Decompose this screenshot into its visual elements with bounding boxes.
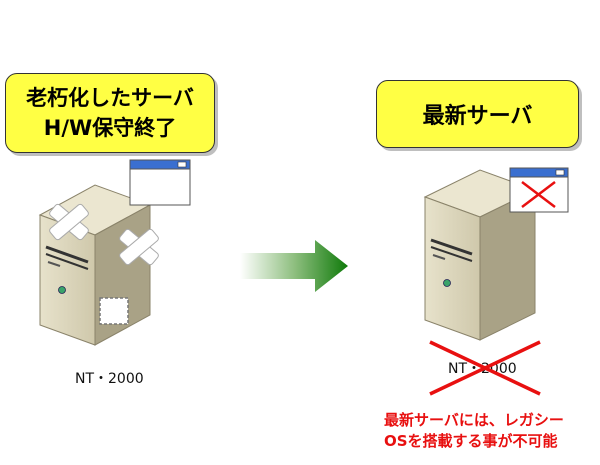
incompatibility-note: 最新サーバには、レガシー OSを搭載する事が不可能	[384, 410, 589, 452]
note-line2: OSを搭載する事が不可能	[384, 432, 558, 450]
app-window-icon	[129, 159, 191, 206]
app-window-icon	[509, 167, 569, 213]
cross-icon	[521, 181, 556, 208]
bandage-icon	[49, 203, 89, 241]
new-server-label: 最新サーバ	[376, 80, 579, 148]
large-cross-icon	[429, 340, 541, 396]
chip-icon	[99, 297, 129, 325]
old-server-os-caption: NT・2000	[75, 371, 144, 387]
old-server-label-line1: 老朽化したサーバ	[26, 86, 194, 110]
note-line1: 最新サーバには、レガシー	[384, 411, 564, 429]
new-server-icon	[423, 169, 537, 341]
new-server-label-text: 最新サーバ	[422, 104, 533, 129]
arrow-icon	[240, 240, 348, 292]
old-server-label: 老朽化したサーバ H/W保守終了	[5, 73, 215, 153]
bandage-icon	[119, 228, 159, 266]
old-server-label-line2: H/W保守終了	[43, 116, 177, 140]
